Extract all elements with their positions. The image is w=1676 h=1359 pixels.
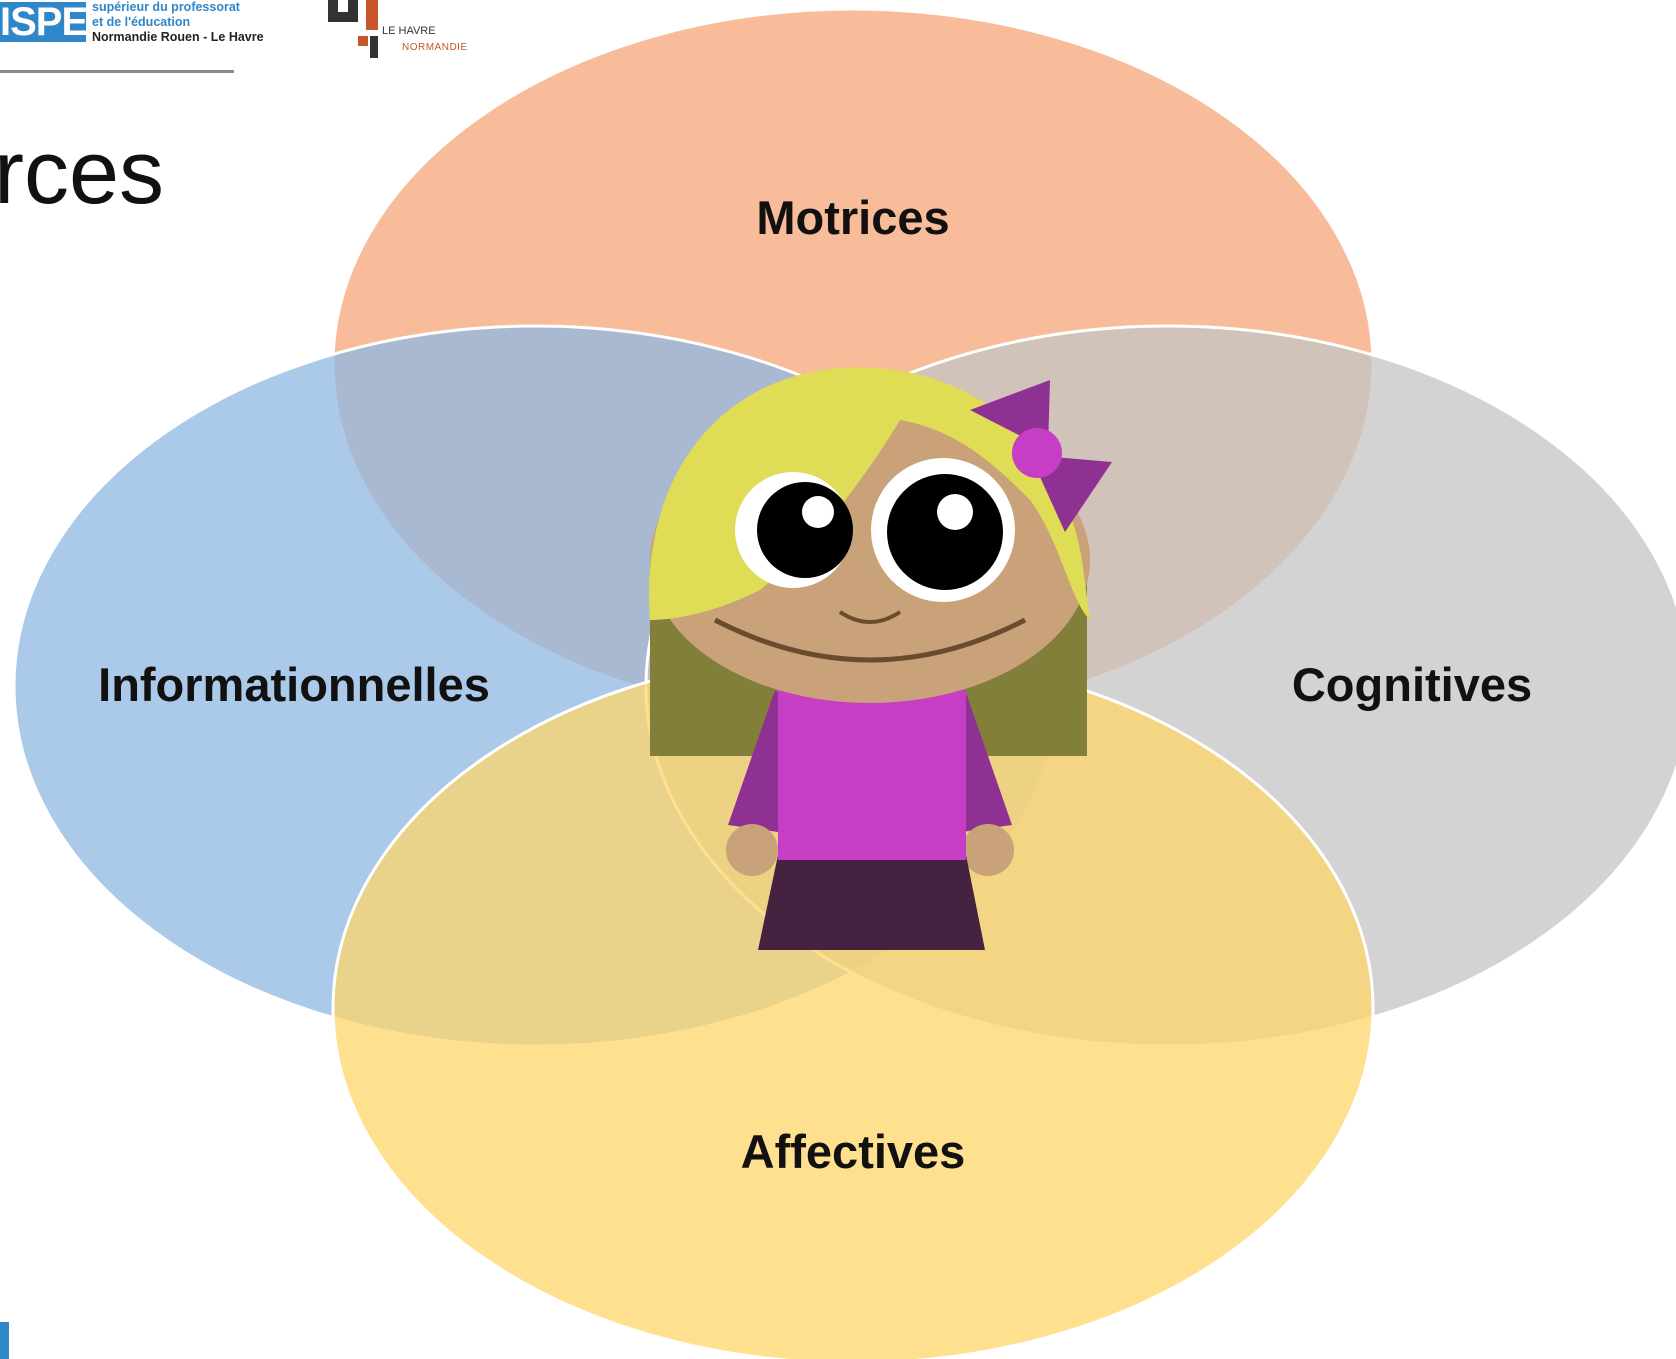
girl-left-pupil (757, 482, 853, 578)
university-logo: LE HAVRE NORMANDIE (328, 0, 478, 60)
girl-bow-center (1012, 428, 1062, 478)
girl-right-pupil (887, 474, 1003, 590)
slide-title: rces (0, 123, 165, 223)
girl-character-illustration (648, 367, 1112, 950)
girl-right-eye-shine (937, 494, 973, 530)
inspe-logo-line-1: supérieur du professorat (92, 0, 240, 14)
university-logo-mark-icon (328, 0, 378, 58)
inspe-logo-line-3: Normandie Rouen - Le Havre (92, 30, 264, 44)
university-logo-line-2: NORMANDIE (402, 42, 468, 53)
girl-right-hand (962, 824, 1014, 876)
girl-left-eye-shine (802, 496, 834, 528)
venn-label-affectives: Affectives (740, 1125, 966, 1178)
girl-bow-right (1030, 455, 1112, 532)
inspe-logo-line-2: et de l'éducation (92, 15, 191, 29)
venn-label-motrices: Motrices (756, 191, 950, 244)
inspe-logo: ISPE supérieur du professorat et de l'éd… (0, 0, 270, 48)
inspe-logo-mark: ISPE (0, 2, 86, 42)
header-divider (0, 70, 234, 73)
university-logo-line-1: LE HAVRE (382, 25, 436, 37)
venn-label-informationnelles: Informationnelles (98, 658, 490, 711)
venn-label-cognitives: Cognitives (1291, 658, 1533, 711)
girl-shirt (778, 690, 966, 860)
girl-left-hand (726, 824, 778, 876)
girl-smile (713, 617, 1027, 663)
girl-nose (838, 610, 902, 624)
slide-accent-bar (0, 1322, 9, 1359)
girl-skirt (758, 855, 985, 950)
